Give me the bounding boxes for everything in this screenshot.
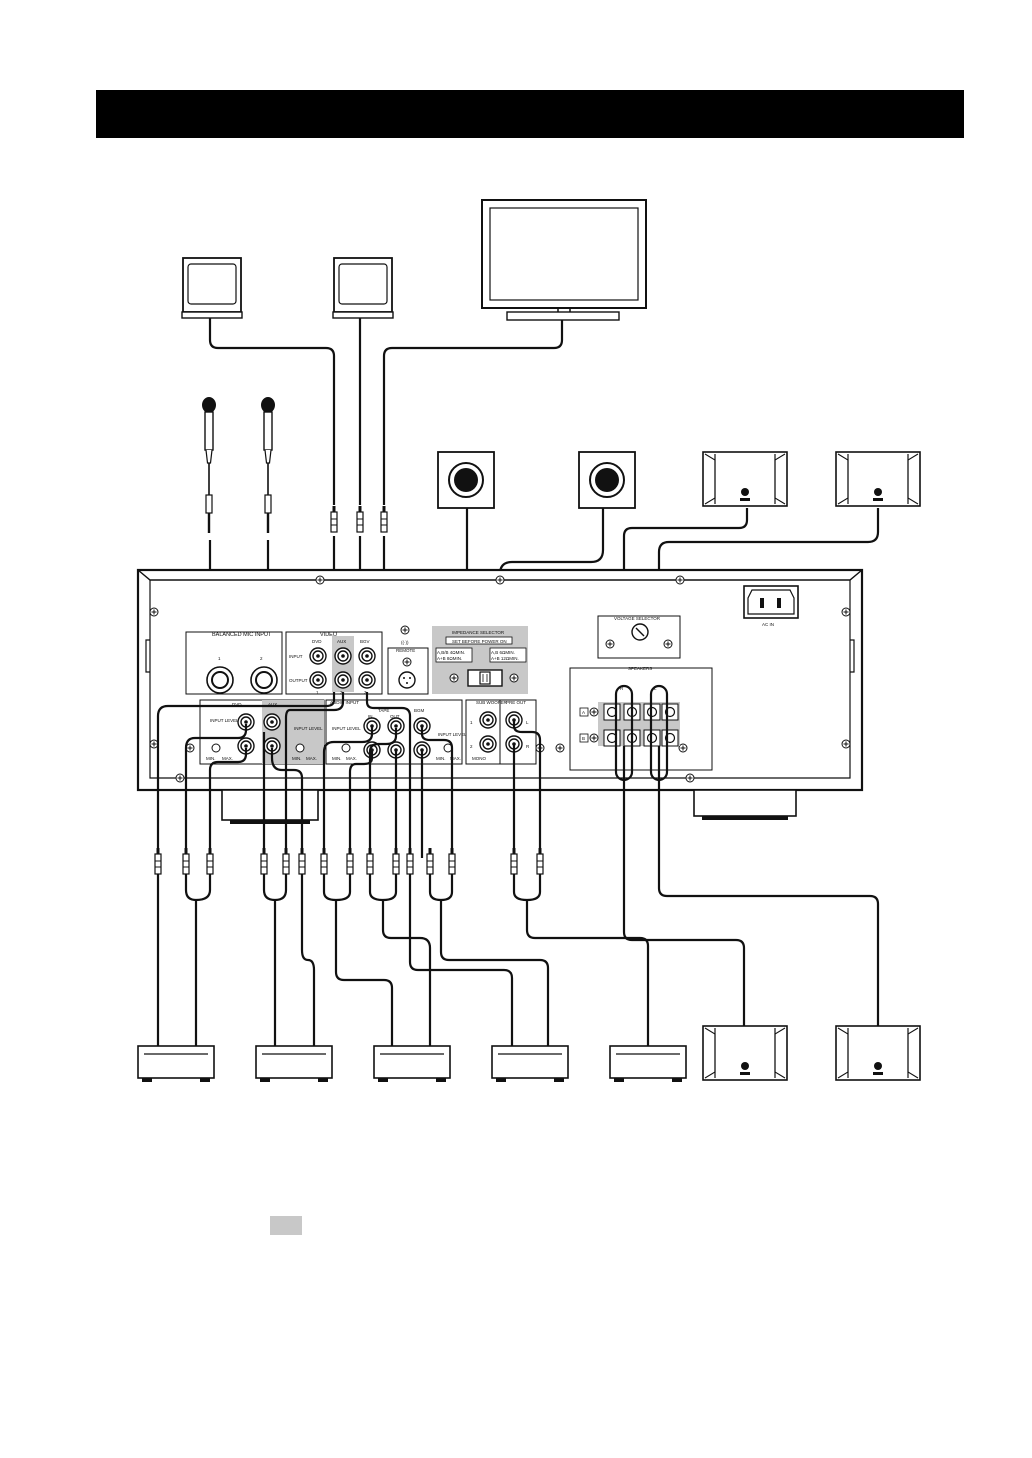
- video-input-jacks[interactable]: [309, 647, 376, 665]
- flat-tv: [481, 199, 647, 321]
- monitor-1: [181, 257, 243, 319]
- label-tape-in: IN: [368, 714, 373, 719]
- video-output-jacks[interactable]: [309, 671, 376, 689]
- label-dvd-min: MIN.: [206, 756, 216, 761]
- label-tape: TAPE: [378, 708, 389, 713]
- voltage-selector-dial[interactable]: [631, 623, 649, 641]
- source-device-3: [373, 1045, 451, 1083]
- mic-jack-2[interactable]: [250, 666, 278, 694]
- microphone-1: [201, 396, 217, 534]
- label-set-before-power-on: SET BEFORE POWER ON: [452, 639, 507, 644]
- aux-level-knob[interactable]: [295, 743, 305, 753]
- label-impedance-selector: IMPEDANCE SELECTOR: [452, 630, 505, 635]
- label-sw-2: 2: [470, 744, 473, 749]
- label-imp-right-1: A,B 6ΩMIN.: [491, 650, 515, 655]
- label-video-input: INPUT: [289, 654, 303, 659]
- highlight-legend-swatch: [270, 1216, 302, 1235]
- label-dvd-input-level: INPUT LEVEL: [210, 718, 239, 723]
- subwoofer-1: [437, 451, 495, 509]
- label-monaural: MONO: [472, 756, 486, 761]
- label-aux-max: MAX.: [306, 756, 317, 761]
- label-aux-input-level: INPUT LEVEL: [294, 726, 323, 731]
- source-device-4: [491, 1045, 569, 1083]
- label-spk-a: A: [582, 710, 585, 715]
- rca-plugs-video: [330, 505, 388, 533]
- source-device-2: [255, 1045, 333, 1083]
- rca-plugs-bottom: [154, 847, 544, 875]
- label-imp-left-2: A+B 8ΩMIN.: [437, 656, 462, 661]
- speaker-top-1: [702, 451, 788, 507]
- label-pre-out: PRE OUT: [506, 700, 526, 705]
- label-audio-input: AUDIO INPUT: [330, 700, 359, 705]
- label-spk-b: B: [582, 736, 585, 741]
- label-bgm: BGM: [414, 708, 425, 713]
- label-speakers: SPEAKERS: [628, 666, 652, 671]
- monitor-2: [332, 257, 394, 319]
- label-video-bgv: BGV: [360, 639, 370, 644]
- subwoofer-2: [578, 451, 636, 509]
- label-dvd-max: MAX.: [222, 756, 233, 761]
- microphone-2: [260, 396, 276, 534]
- label-sw-1: 1: [470, 720, 473, 725]
- label-video-output: OUTPUT: [289, 678, 308, 683]
- remote-port[interactable]: [398, 671, 416, 689]
- label-remote: REMOTE: [396, 648, 415, 653]
- speaker-bottom-2: [835, 1025, 921, 1081]
- speaker-top-2: [835, 451, 921, 507]
- source-device-1: [137, 1045, 215, 1083]
- label-imp-left-1: A,B/B 4ΩMIN.: [437, 650, 465, 655]
- label-mic-1: 1: [218, 656, 221, 661]
- impedance-switch[interactable]: [467, 669, 503, 687]
- label-video-dvd: DVD: [312, 639, 322, 644]
- svg-text:((·)): ((·)): [401, 640, 409, 645]
- dvd-level-knob[interactable]: [211, 743, 221, 753]
- label-pre-out-r: R: [526, 744, 530, 749]
- label-tape-max: MAX.: [346, 756, 357, 761]
- label-video: VIDEO: [320, 632, 338, 638]
- label-dvd: DVD: [232, 702, 242, 707]
- label-sub-woofer: SUB WOOFER: [476, 700, 508, 705]
- title-bar: [96, 90, 964, 138]
- label-tape-min: MIN.: [332, 756, 342, 761]
- source-device-5: [609, 1045, 687, 1083]
- label-video-aux: AUX: [337, 639, 346, 644]
- tape-level-knob[interactable]: [341, 743, 351, 753]
- speaker-bottom-1: [702, 1025, 788, 1081]
- label-balanced-mic-input: BALANCED MIC INPUT: [212, 632, 272, 638]
- label-video-out-2: 2: [340, 690, 343, 695]
- label-aux: AUX: [268, 702, 277, 707]
- label-pre-out-l: L: [526, 720, 529, 725]
- receiver-rear-panel: BALANCED MIC INPUT 1 2 VIDEO DVD AUX BGV…: [136, 568, 864, 824]
- label-bgm-input-level: INPUT LEVEL: [438, 732, 467, 737]
- label-imp-right-2: A+B 12ΩMIN.: [491, 656, 519, 661]
- ac-inlet[interactable]: [743, 585, 799, 619]
- label-tape-input-level: INPUT LEVEL: [332, 726, 361, 731]
- mic-jack-1[interactable]: [206, 666, 234, 694]
- label-bgm-min: MIN.: [436, 756, 446, 761]
- label-bgm-max: MAX.: [450, 756, 461, 761]
- label-tape-out: OUT: [390, 714, 400, 719]
- label-mic-2: 2: [260, 656, 263, 661]
- label-aux-min: MIN.: [292, 756, 302, 761]
- label-video-out-3: 3: [364, 690, 367, 695]
- label-voltage-selector: VOLTAGE SELECTOR: [614, 616, 661, 621]
- label-ac-in: AC IN: [762, 622, 774, 627]
- label-spk-l: L: [654, 686, 657, 691]
- label-spk-r: R: [620, 686, 624, 691]
- label-video-out-1: 1: [316, 690, 319, 695]
